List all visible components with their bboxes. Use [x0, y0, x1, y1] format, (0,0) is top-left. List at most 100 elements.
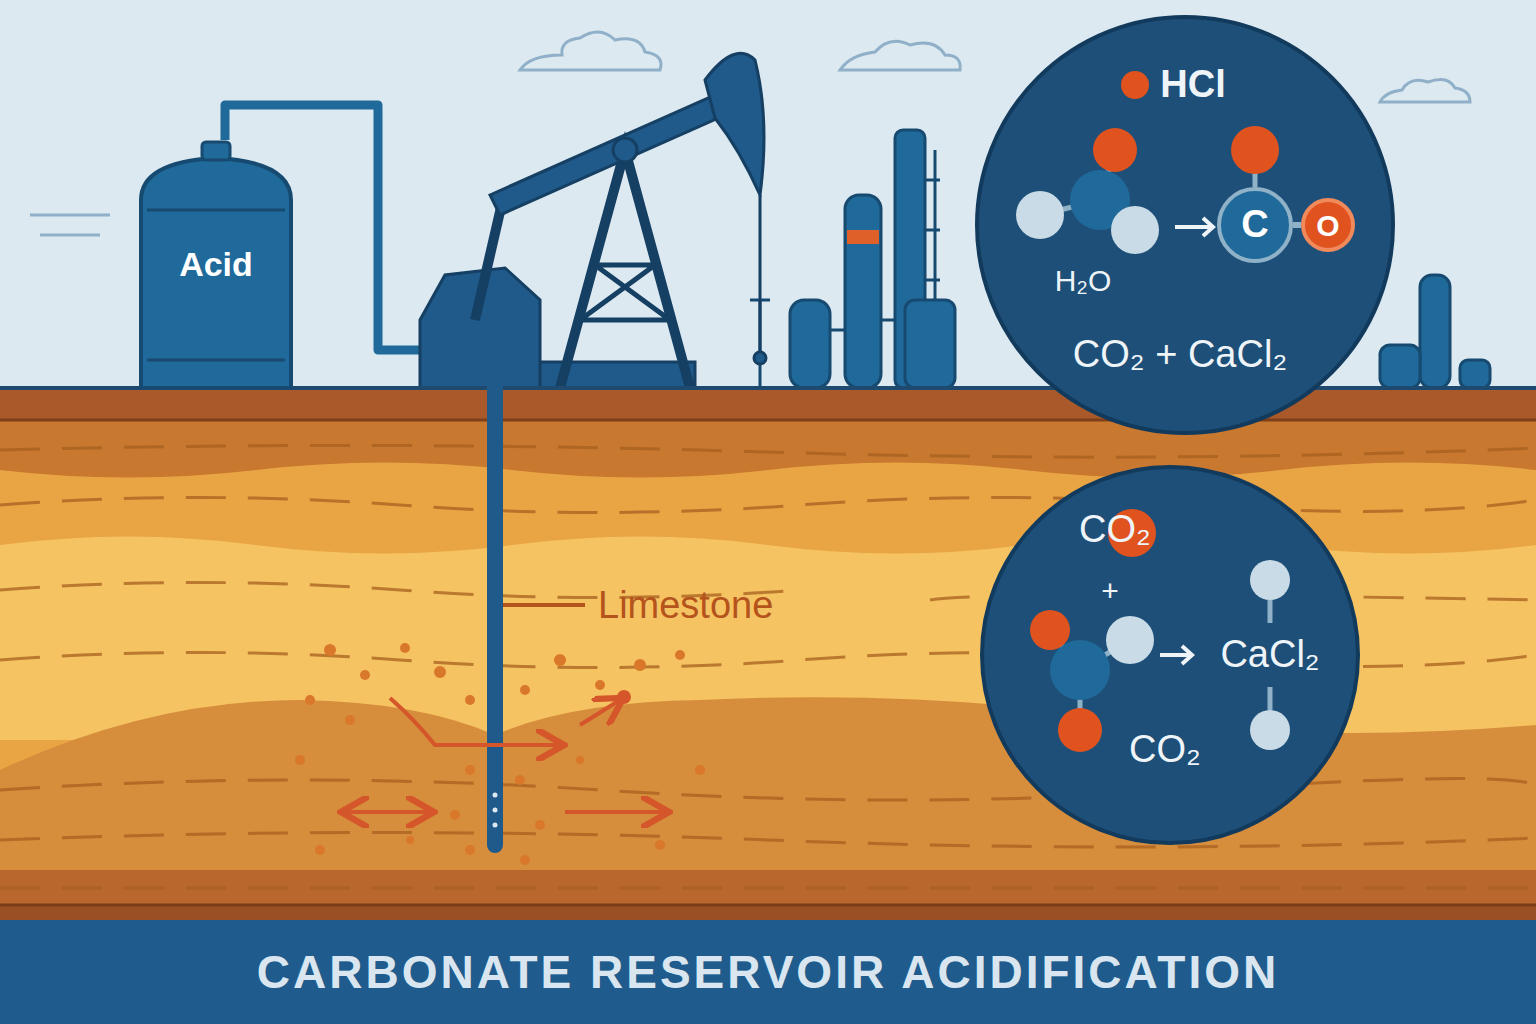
acid-dots — [465, 765, 475, 775]
molecule-part — [1058, 708, 1102, 752]
ground-layers — [0, 445, 1536, 457]
node-text: C — [1241, 204, 1268, 246]
pump-jack — [759, 195, 762, 355]
molecule-part — [1093, 128, 1137, 172]
pump-jack — [754, 352, 766, 364]
acid-dots — [400, 643, 410, 653]
acid-dots — [295, 643, 705, 865]
acid-dots — [315, 845, 325, 855]
acid-dots — [295, 755, 305, 765]
bond-line — [1293, 222, 1301, 228]
tank-cap — [202, 142, 230, 160]
refinery — [925, 179, 940, 182]
molecule-part — [1030, 610, 1070, 650]
node-text: + — [1101, 574, 1119, 607]
ground-layers — [0, 833, 1536, 848]
acid-dots — [675, 650, 685, 660]
molecule-part — [1121, 71, 1149, 99]
molecule-part — [1268, 600, 1273, 623]
well-bore — [493, 345, 498, 845]
acid-dots — [520, 855, 530, 865]
acid-dots — [576, 756, 584, 764]
sky — [40, 234, 100, 237]
acid-dots — [465, 845, 475, 855]
refinery — [847, 230, 879, 244]
node-text: CO₂ — [1129, 729, 1201, 771]
refinery — [925, 279, 940, 282]
ground-layers — [0, 388, 1536, 920]
product-circle-outline — [982, 467, 1358, 843]
sky — [30, 214, 110, 217]
product-circle: CO₂ + CaCl₂ CO₂ — [980, 465, 1360, 845]
ground-layers — [0, 419, 1536, 422]
sky — [1380, 80, 1470, 102]
molecule-part — [1111, 206, 1159, 254]
acid-dots — [360, 670, 370, 680]
node-text: Acid — [179, 246, 253, 283]
pump-jack — [490, 95, 725, 215]
pump-jack — [560, 150, 690, 388]
acid-dots — [434, 666, 446, 678]
flow-arrows — [345, 692, 665, 812]
layer-label: Limestone — [598, 585, 773, 627]
acid-dots — [655, 840, 665, 850]
refinery — [1460, 360, 1490, 388]
reaction-circle-outline — [977, 17, 1393, 433]
node-text: H₂O — [1055, 264, 1112, 297]
ground-layers — [0, 420, 1536, 478]
well-bore — [487, 345, 503, 845]
sky — [840, 41, 960, 70]
acid-dots — [406, 836, 414, 844]
refinery — [905, 300, 955, 388]
carbon-atom: C — [1217, 187, 1293, 263]
flow-arrows — [580, 700, 620, 725]
pump-jack — [613, 138, 637, 162]
node-text: HCl — [1160, 64, 1225, 106]
limestone-leader — [503, 603, 585, 607]
node-text: O — [1316, 209, 1339, 242]
acid-dots — [324, 644, 336, 656]
molecule-part — [1175, 218, 1213, 236]
limestone-leader — [503, 605, 585, 606]
refinery — [925, 229, 940, 232]
oxygen-atom: O — [1301, 198, 1355, 252]
acid-dots — [535, 820, 545, 830]
well-bore — [493, 823, 498, 828]
molecule-part — [1250, 560, 1290, 600]
reaction-circle: HClH₂O CO₂ + CaCl₂ C O — [975, 15, 1395, 435]
refinery — [1380, 345, 1420, 388]
molecule-part — [1106, 616, 1154, 664]
refinery — [1420, 275, 1450, 388]
ground-layers — [0, 905, 1536, 920]
title: CARBONATE RESERVOIR ACIDIFICATION — [257, 945, 1279, 999]
node-text: CaCl₂ — [1220, 634, 1319, 676]
tank-seam — [147, 209, 285, 212]
molecule-part — [1268, 687, 1273, 710]
title-banner — [0, 920, 1536, 1024]
pump-jack — [705, 53, 764, 195]
refinery — [750, 300, 895, 388]
node-text: CO₂ — [1079, 509, 1151, 551]
acid-dots — [345, 715, 355, 725]
well-bore — [493, 808, 498, 813]
flow-arrows — [619, 692, 629, 702]
acid-dots — [450, 810, 460, 820]
ground-layers — [0, 904, 1536, 907]
pump-jack — [580, 265, 670, 320]
ground-layers — [0, 887, 1536, 890]
molecule-part — [1160, 646, 1192, 664]
flow-arrows — [565, 810, 665, 814]
node-text: CO₂ + CaCl₂ — [1073, 334, 1287, 376]
refinery — [845, 195, 881, 388]
acid-dots — [554, 654, 566, 666]
molecule-part — [1250, 710, 1290, 750]
acid-dots — [305, 695, 315, 705]
ground-layers — [0, 445, 1536, 888]
title-box: CARBONATE RESERVOIR ACIDIFICATION — [0, 920, 1536, 1024]
molecule-part — [1231, 126, 1279, 174]
acid-dots — [515, 775, 525, 785]
tank-body — [141, 158, 291, 388]
acid-tank: Acid — [135, 140, 297, 390]
carbon-atom-outline — [1219, 189, 1291, 261]
ground-layers — [0, 498, 1536, 513]
